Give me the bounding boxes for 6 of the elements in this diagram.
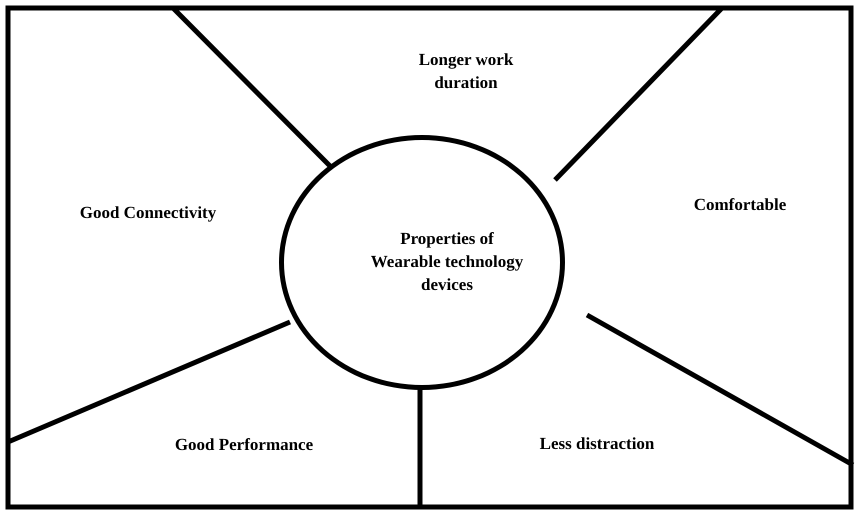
sector-label: Longer work duration (418, 49, 514, 94)
sector-label: Good Connectivity (80, 202, 216, 224)
center-label: Properties of Wearable technology devices (370, 228, 524, 296)
sector-label: Comfortable (694, 194, 786, 216)
sector-label: Good Performance (174, 434, 314, 456)
sector-label: Less distraction (540, 432, 654, 455)
